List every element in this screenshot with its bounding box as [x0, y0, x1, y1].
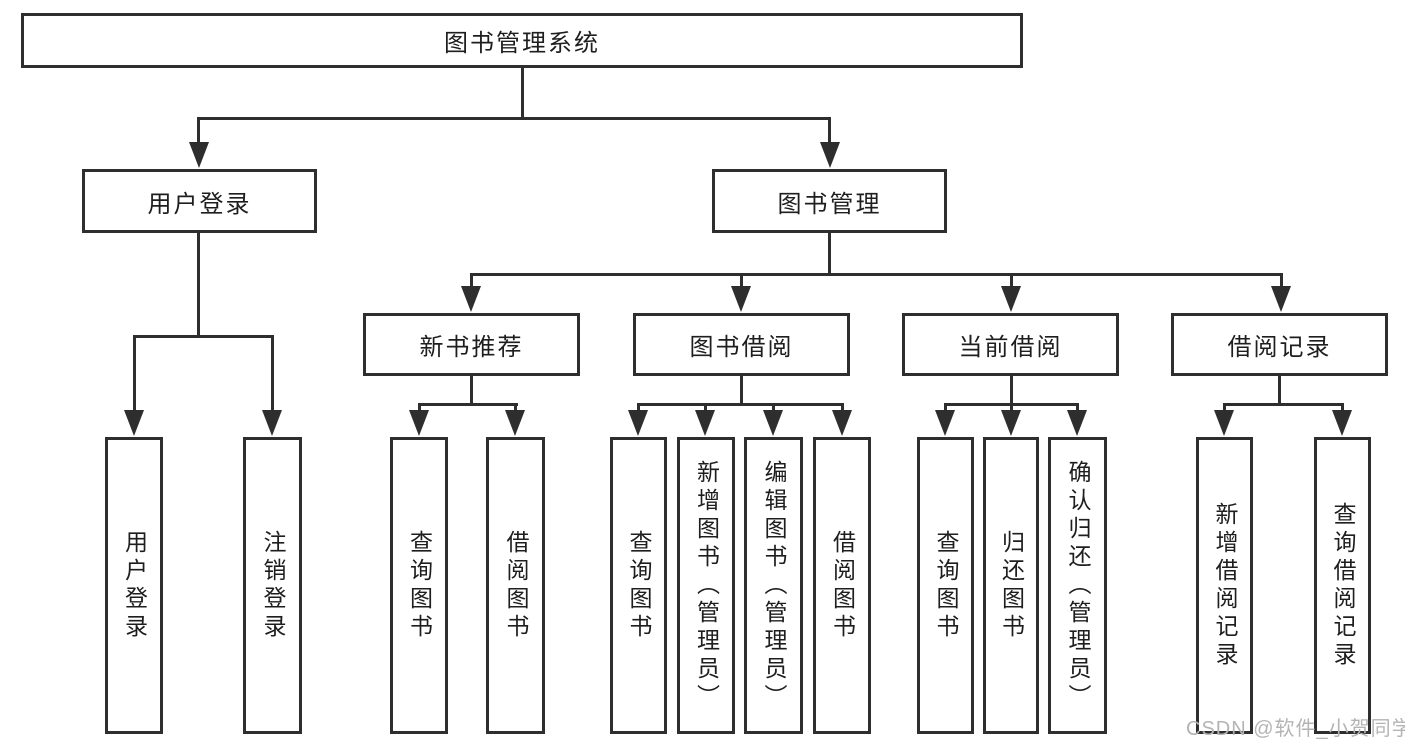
leaf-query-books-borrow: 查询图书: [610, 437, 667, 734]
node-user-login-label: 用户登录: [147, 190, 252, 218]
leaf-return-books-label: 归还图书: [998, 529, 1025, 642]
leaf-query-books-current: 查询图书: [917, 437, 974, 734]
arrow-down-icon: [1271, 286, 1291, 312]
leaf-query-books-recommend: 查询图书: [390, 437, 448, 734]
connector-line: [1341, 403, 1344, 413]
leaf-query-borrow-record-label: 查询借阅记录: [1330, 501, 1356, 670]
arrow-down-icon: [1332, 410, 1352, 436]
arrow-down-icon: [695, 410, 715, 436]
leaf-borrow-books: 借阅图书: [813, 437, 871, 734]
connector-line: [197, 233, 200, 338]
leaf-confirm-return-admin: 确认归还（管理员）: [1048, 437, 1107, 734]
arrow-down-icon: [832, 410, 852, 436]
connector-line: [133, 335, 136, 413]
node-borrow-records: 借阅记录: [1171, 313, 1388, 376]
node-user-login: 用户登录: [82, 169, 317, 233]
node-current-borrow: 当前借阅: [902, 313, 1119, 376]
connector-line: [841, 403, 844, 413]
arrow-down-icon: [189, 142, 209, 168]
node-root: 图书管理系统: [21, 13, 1023, 68]
arrow-down-icon: [628, 410, 648, 436]
connector-line: [1076, 403, 1079, 413]
leaf-logout: 注销登录: [243, 437, 302, 734]
connector-line: [418, 403, 518, 406]
arrow-down-icon: [731, 286, 751, 312]
leaf-edit-books-admin-label: 编辑图书（管理员）: [761, 459, 787, 712]
connector-line: [704, 403, 707, 413]
connector-line: [514, 403, 517, 413]
connector-line: [1010, 273, 1013, 289]
leaf-add-books-admin: 新增图书（管理员）: [677, 437, 735, 734]
leaf-edit-books-admin: 编辑图书（管理员）: [744, 437, 803, 734]
leaf-borrow-books-recommend: 借阅图书: [486, 437, 545, 734]
arrow-down-icon: [1214, 410, 1234, 436]
connector-line: [197, 117, 831, 120]
leaf-confirm-return-admin-label: 确认归还（管理员）: [1065, 459, 1091, 712]
arrow-down-icon: [763, 410, 783, 436]
connector-line: [828, 233, 831, 275]
node-new-book-recommend: 新书推荐: [363, 313, 580, 376]
connector-line: [637, 403, 844, 406]
connector-line: [944, 403, 947, 413]
connector-line: [418, 403, 421, 413]
leaf-query-borrow-record: 查询借阅记录: [1314, 437, 1371, 734]
arrow-down-icon: [124, 410, 144, 436]
csdn-watermark: CSDN @软件_小贺同学: [1186, 718, 1405, 740]
leaf-borrow-books-label: 借阅图书: [829, 529, 856, 642]
connector-line: [637, 403, 640, 413]
connector-line: [1280, 273, 1283, 289]
node-new-book-recommend-label: 新书推荐: [419, 334, 524, 361]
arrow-down-icon: [409, 410, 429, 436]
node-book-management-label: 图书管理: [777, 190, 882, 218]
node-current-borrow-label: 当前借阅: [958, 334, 1063, 361]
connector-line: [470, 376, 473, 405]
connector-line: [1278, 376, 1281, 405]
leaf-add-borrow-record-label: 新增借阅记录: [1212, 501, 1238, 670]
connector-line: [1010, 403, 1013, 413]
arrow-down-icon: [461, 286, 481, 312]
connector-line: [470, 273, 473, 289]
leaf-query-books-current-label: 查询图书: [933, 529, 959, 642]
connector-line: [521, 68, 524, 119]
node-book-borrow: 图书借阅: [633, 313, 850, 376]
leaf-logout-label: 注销登录: [260, 529, 286, 642]
node-borrow-records-label: 借阅记录: [1227, 334, 1332, 361]
connector-line: [1223, 403, 1344, 406]
leaf-add-borrow-record: 新增借阅记录: [1196, 437, 1253, 734]
connector-line: [470, 273, 1282, 276]
node-book-management: 图书管理: [712, 169, 947, 233]
arrow-down-icon: [1001, 410, 1021, 436]
connector-line: [1223, 403, 1226, 413]
node-book-borrow-label: 图书借阅: [689, 334, 794, 361]
connector-line: [133, 335, 274, 338]
arrow-down-icon: [1067, 410, 1087, 436]
arrow-down-icon: [1001, 286, 1021, 312]
leaf-query-books-borrow-label: 查询图书: [626, 529, 652, 642]
leaf-add-books-admin-label: 新增图书（管理员）: [693, 459, 720, 712]
connector-line: [197, 117, 200, 145]
arrow-down-icon: [505, 410, 525, 436]
connector-line: [740, 273, 743, 289]
arrow-down-icon: [820, 142, 840, 168]
connector-line: [740, 376, 743, 405]
arrow-down-icon: [262, 410, 282, 436]
node-root-label: 图书管理系统: [444, 30, 600, 57]
leaf-user-login: 用户登录: [105, 437, 163, 734]
arrow-down-icon: [935, 410, 955, 436]
connector-line: [828, 117, 831, 145]
connector-line: [271, 335, 274, 413]
leaf-user-login-label: 用户登录: [121, 529, 148, 642]
leaf-borrow-books-recommend-label: 借阅图书: [503, 529, 529, 642]
connector-line: [772, 403, 775, 413]
leaf-query-books-recommend-label: 查询图书: [406, 529, 433, 642]
leaf-return-books: 归还图书: [983, 437, 1039, 734]
connector-line: [1010, 376, 1013, 405]
